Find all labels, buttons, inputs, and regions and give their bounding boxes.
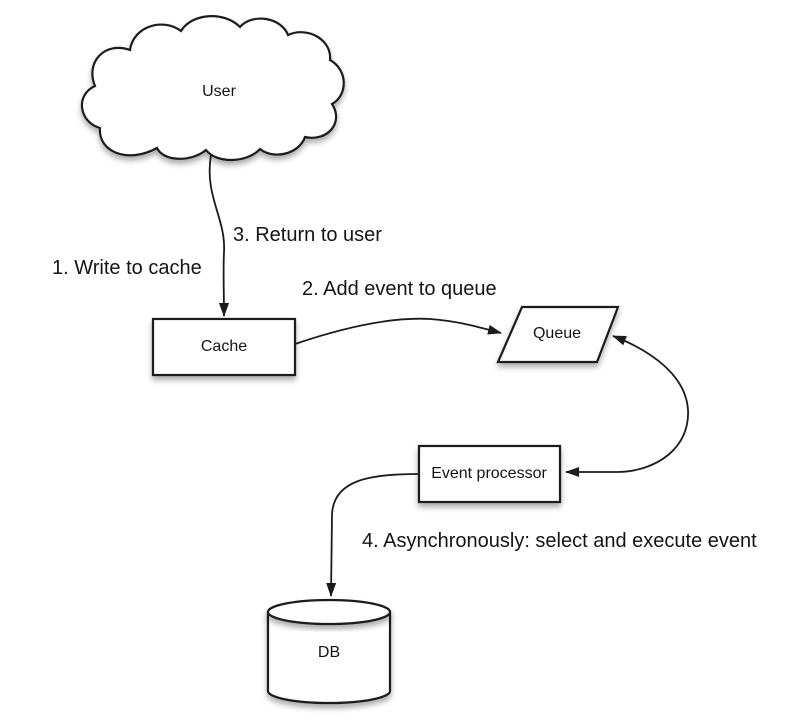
- user-cloud-label: User: [202, 82, 236, 100]
- arrow-user-to-cache: [208, 154, 229, 317]
- queue-label: Queue: [532, 324, 582, 342]
- step4-asynchronously-label: 4. Asynchronously: select and execute ev…: [362, 530, 757, 552]
- step3-return-to-user-label: 3. Return to user: [233, 224, 382, 246]
- cache-box-label: Cache: [200, 337, 248, 355]
- user-cloud-shape: [80, 15, 345, 162]
- step1-write-to-cache-label: 1. Write to cache: [52, 257, 202, 279]
- step2-add-event-to-queue-label: 2. Add event to queue: [302, 278, 497, 300]
- db-label: DB: [317, 643, 341, 661]
- event-processor-box: [417, 444, 562, 504]
- cache-box: [151, 317, 297, 377]
- arrow-cache-to-queue: [294, 317, 502, 345]
- event-processor-label: Event processor: [431, 464, 547, 482]
- arrow-processor-to-db: [326, 473, 420, 597]
- arrow-queue-processor-bidirectional: [565, 335, 689, 477]
- db-cylinder: [266, 598, 392, 705]
